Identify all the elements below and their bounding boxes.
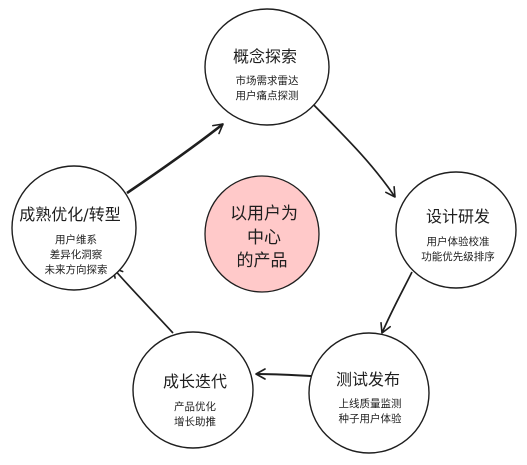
- stage-detail-line: 用户痛点探测: [236, 89, 299, 102]
- stage-growth-iteration: 成长迭代 产品优化 增长助推: [132, 331, 254, 449]
- stage-detail-line: 增长助推: [174, 415, 216, 428]
- stage-title: 概念探索: [233, 47, 297, 66]
- arrow-mature-to-concept: [126, 122, 224, 195]
- flow-arrows: [112, 97, 413, 380]
- stage-concept-exploration: 概念探索 市场需求雷达 用户痛点探测: [204, 8, 330, 126]
- stage-circle: [395, 171, 517, 289]
- center-line-2: 中心: [247, 228, 281, 248]
- stage-detail-line: 产品优化: [174, 400, 216, 413]
- arrow-growth-to-mature: [112, 267, 174, 334]
- stage-detail-line: 种子用户体验: [339, 412, 402, 425]
- stage-detail-line: 未来方向探索: [45, 263, 108, 276]
- arrow-concept-to-design: [306, 97, 396, 198]
- stage-title: 成长迭代: [163, 372, 227, 391]
- stage-circle: [11, 165, 137, 291]
- stage-circle: [204, 8, 330, 126]
- stage-circle: [132, 331, 254, 449]
- stage-detail-line: 上线质量监测: [339, 397, 402, 410]
- stage-detail-line: 功能优先级排序: [421, 250, 495, 263]
- stage-design-development: 设计研发 用户体验校准 功能优先级排序: [395, 171, 517, 289]
- stage-title: 测试发布: [336, 370, 400, 389]
- center-line-1: 以用户为: [230, 204, 298, 224]
- stage-title: 成熟优化/转型: [19, 205, 120, 224]
- center-node: 以用户为 中心 的产品: [204, 175, 320, 293]
- stage-detail-line: 差异化洞察: [50, 248, 103, 261]
- center-circle: [204, 175, 320, 293]
- stage-maturity-transformation: 成熟优化/转型 用户维系 差异化洞察 未来方向探索: [11, 165, 137, 291]
- stage-testing-launch: 测试发布 上线质量监测 种子用户体验: [308, 332, 430, 454]
- center-line-3: 的产品: [237, 251, 288, 271]
- arrow-design-to-test: [380, 271, 413, 334]
- stage-title: 设计研发: [426, 207, 490, 226]
- stage-detail-line: 市场需求雷达: [236, 74, 299, 87]
- stage-circle: [308, 332, 430, 454]
- stage-detail-line: 用户维系: [55, 233, 97, 246]
- stage-detail-line: 用户体验校准: [427, 235, 490, 248]
- arrow-test-to-growth: [255, 368, 313, 380]
